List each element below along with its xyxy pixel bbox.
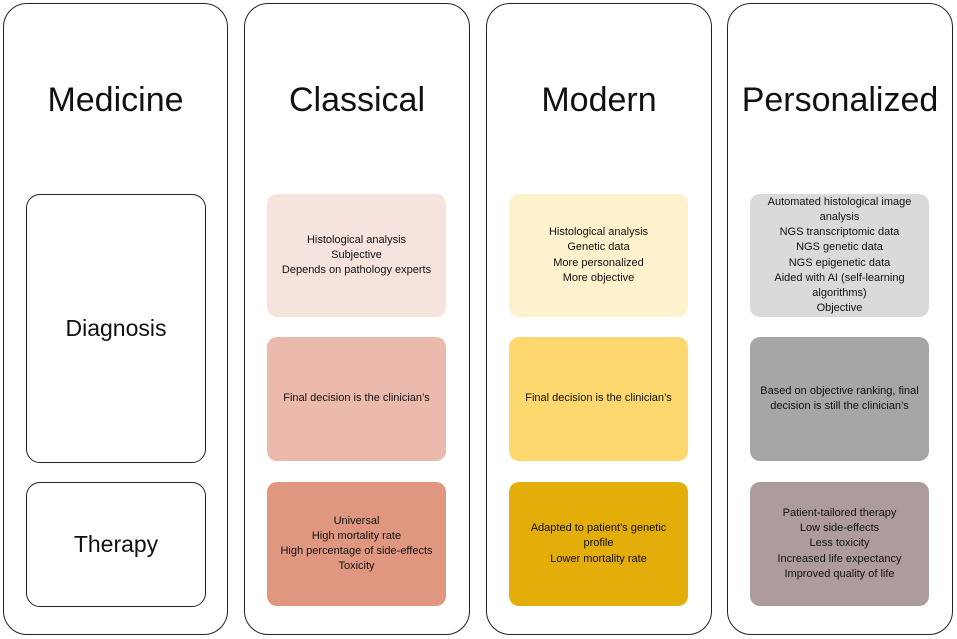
cell-text-line: Less toxicity (809, 537, 870, 550)
cell-text-line: Final decision is the clinician’s (525, 392, 672, 405)
cell-text-line: Low side-effects (799, 522, 880, 535)
cell-text-line: Adapted to patient’s genetic profile (530, 522, 667, 550)
medicine-column: Medicine Diagnosis Therapy (3, 3, 228, 635)
modern-decision-box: Final decision is the clinician’s (509, 337, 688, 461)
medicine-title: Medicine (47, 81, 184, 119)
cell-text-line: decision is still the clinician’s (770, 400, 909, 412)
therapy-label-box: Therapy (26, 482, 206, 607)
personalized-title: Personalized (741, 81, 939, 119)
cell-text-line: Histological analysis (306, 233, 407, 246)
cell-text-line: algorithms) (812, 286, 867, 299)
cell-text-line: Final decision is the clinician’s (283, 392, 430, 405)
cell-text-line: NGS epigenetic data (788, 256, 891, 269)
cell-text-line: More personalized (553, 256, 644, 269)
cell-text-line: Improved quality of life (784, 567, 895, 580)
personalized-column: Personalized Automated histological imag… (727, 3, 953, 635)
cell-text-line: Lower mortality rate (550, 552, 647, 565)
cell-text-line: High mortality rate (311, 529, 402, 542)
cell-text-line: Universal (333, 514, 380, 527)
cell-text-line: NGS genetic data (796, 241, 883, 254)
classical-decision-box: Final decision is the clinician’s (267, 337, 446, 461)
cell-text-line: Objective (816, 302, 863, 315)
modern-title: Modern (541, 81, 657, 119)
therapy-label: Therapy (73, 531, 159, 557)
cell-text-line: Patient-tailored therapy (782, 506, 897, 519)
cell-text-line: Genetic data (567, 241, 630, 254)
cell-text-line: Increased life expectancy (777, 552, 902, 565)
personalized-decision-box: Based on objective ranking, final decisio… (750, 337, 929, 461)
cell-text-line: NGS transcriptomic data (779, 226, 900, 239)
cell-text-line: Aided with AI (self-learning (774, 271, 905, 284)
classical-title: Classical (288, 81, 426, 119)
cell-text-line: Histological analysis (548, 226, 649, 239)
cell-text-line: More objective (562, 271, 635, 284)
cell-text-line: Depends on pathology experts (281, 264, 432, 277)
cell-text-line: Automated histological image (767, 195, 912, 208)
diagnosis-label: Diagnosis (65, 315, 167, 341)
cell-text-line: Based on objective ranking, final (760, 384, 919, 397)
cell-text-line: Toxicity (338, 560, 375, 573)
cell-text-line: analysis (819, 210, 860, 223)
cell-text-line: Subjective (331, 248, 382, 261)
diagnosis-label-box: Diagnosis (26, 194, 206, 463)
cell-text-line: High percentage of side-effects (280, 545, 433, 557)
